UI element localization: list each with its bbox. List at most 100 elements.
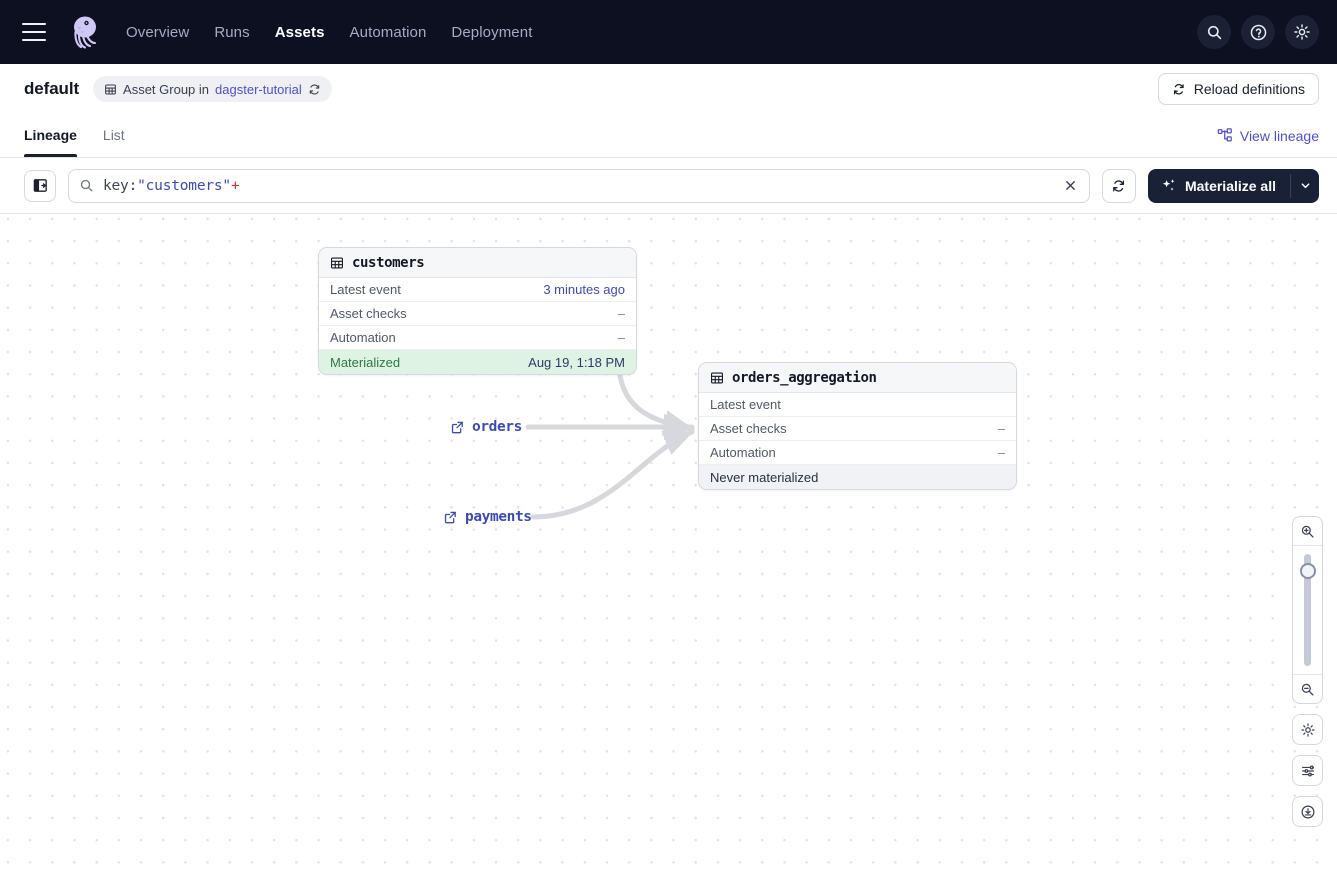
- zoom-slider-handle[interactable]: [1299, 563, 1316, 579]
- asset-node-title: customers: [352, 254, 425, 271]
- lineage-graph-canvas[interactable]: customers Latest event 3 minutes ago Ass…: [0, 214, 1337, 873]
- lineage-graph-icon: [1217, 127, 1232, 142]
- node-row-label: Never materialized: [710, 469, 819, 485]
- external-link-icon: [444, 511, 456, 523]
- external-asset-orders[interactable]: orders: [450, 419, 522, 435]
- node-row-value[interactable]: 3 minutes ago: [543, 282, 625, 297]
- node-row-never-materialized[interactable]: Never materialized: [699, 465, 1016, 489]
- nav-link-runs[interactable]: Runs: [214, 23, 250, 41]
- asset-node-title: orders_aggregation: [732, 369, 877, 386]
- zoom-in-icon[interactable]: [1293, 517, 1322, 545]
- zoom-slider-track[interactable]: [1304, 554, 1311, 666]
- zoom-slider-group: [1292, 516, 1323, 704]
- refresh-icon: [1113, 179, 1125, 192]
- asset-group-prefix: Asset Group in: [123, 81, 210, 97]
- search-icon[interactable]: [1197, 15, 1231, 49]
- zoom-divider: [1293, 545, 1322, 546]
- graph-edges: [525, 359, 695, 520]
- top-navigation-bar: Overview Runs Assets Automation Deployme…: [0, 0, 1337, 64]
- nav-link-overview[interactable]: Overview: [126, 23, 190, 41]
- query-operator: +: [230, 177, 240, 194]
- materialize-divider: [1290, 173, 1291, 198]
- node-row-value: –: [617, 330, 625, 345]
- reload-definitions-button[interactable]: Reload definitions: [1157, 73, 1319, 105]
- help-icon[interactable]: [1241, 15, 1275, 49]
- node-row-label: Asset checks: [330, 306, 407, 321]
- dagster-logo[interactable]: [66, 13, 104, 51]
- node-row-automation[interactable]: Automation –: [319, 326, 636, 350]
- tab-list-view[interactable]: List: [103, 114, 125, 157]
- reload-definitions-label: Reload definitions: [1193, 81, 1305, 97]
- node-row-label: Asset checks: [710, 421, 787, 436]
- node-row-latest-event[interactable]: Latest event 3 minutes ago: [319, 278, 636, 302]
- download-icon[interactable]: [1292, 796, 1323, 827]
- search-icon: [80, 179, 93, 192]
- primary-nav-links: Overview Runs Assets Automation Deployme…: [126, 24, 532, 41]
- node-row-label: Automation: [710, 445, 776, 460]
- zoom-slider[interactable]: [1293, 546, 1322, 674]
- search-query-text: key: "customers" +: [103, 177, 240, 194]
- view-lineage-label: View lineage: [1239, 127, 1319, 144]
- reload-icon: [1173, 83, 1184, 94]
- refresh-graph-button[interactable]: [1101, 168, 1136, 203]
- nav-link-assets[interactable]: Assets: [274, 23, 325, 41]
- node-row-automation[interactable]: Automation –: [699, 441, 1016, 465]
- materialize-all-button[interactable]: Materialize all: [1147, 168, 1319, 203]
- node-row-label: Automation: [330, 330, 396, 345]
- node-row-label: Latest event: [330, 282, 401, 297]
- tab-lineage-label: Lineage: [24, 127, 77, 143]
- materialize-all-label: Materialize all: [1184, 177, 1276, 194]
- zoom-divider: [1293, 674, 1322, 675]
- zoom-controls: [1292, 516, 1323, 827]
- close-x-icon[interactable]: [1061, 176, 1081, 196]
- zoom-out-icon[interactable]: [1293, 675, 1322, 703]
- external-asset-label: orders: [472, 419, 522, 435]
- view-lineage-link[interactable]: View lineage: [1217, 128, 1319, 144]
- breadcrumb-row: default Asset Group in dagster-tutorial …: [0, 64, 1337, 114]
- hamburger-menu-icon[interactable]: [22, 23, 46, 41]
- external-asset-payments[interactable]: payments: [443, 509, 532, 525]
- asset-group-link[interactable]: dagster-tutorial: [215, 81, 302, 97]
- settings-gear-icon[interactable]: [1285, 15, 1319, 49]
- filter-sliders-icon[interactable]: [1292, 755, 1323, 786]
- refresh-icon[interactable]: [308, 83, 321, 96]
- chevron-down-icon[interactable]: [1291, 169, 1319, 203]
- tab-list: Lineage List: [24, 114, 125, 157]
- sparkle-icon: [1162, 178, 1175, 191]
- node-row-latest-event[interactable]: Latest event: [699, 393, 1016, 417]
- external-link-icon: [451, 421, 463, 433]
- node-row-label: Materialized: [330, 354, 401, 370]
- node-row-asset-checks[interactable]: Asset checks –: [319, 302, 636, 326]
- asset-node-customers[interactable]: customers Latest event 3 minutes ago Ass…: [318, 247, 637, 375]
- table-icon: [331, 257, 343, 268]
- node-row-label: Latest event: [710, 397, 781, 412]
- table-icon: [711, 372, 723, 383]
- graph-settings-gear-icon[interactable]: [1292, 714, 1323, 745]
- tab-list-label: List: [102, 127, 125, 143]
- nav-link-automation[interactable]: Automation: [349, 23, 427, 41]
- asset-group-pill[interactable]: Asset Group in dagster-tutorial: [93, 76, 332, 102]
- materialize-all-main[interactable]: Materialize all: [1148, 169, 1290, 203]
- nav-link-deployment[interactable]: Deployment: [451, 23, 533, 41]
- node-row-asset-checks[interactable]: Asset checks –: [699, 417, 1016, 441]
- asset-node-header: customers: [319, 248, 636, 278]
- node-row-materialized[interactable]: Materialized Aug 19, 1:18 PM: [319, 350, 636, 374]
- node-row-value[interactable]: Aug 19, 1:18 PM: [528, 354, 625, 370]
- query-key: key:: [103, 177, 138, 194]
- external-asset-label: payments: [465, 509, 532, 525]
- query-value: "customers": [137, 177, 231, 194]
- table-icon: [105, 84, 116, 94]
- tab-lineage[interactable]: Lineage: [24, 114, 77, 157]
- edge-payments-to-orders-aggregation: [530, 429, 695, 520]
- asset-node-header: orders_aggregation: [699, 363, 1016, 393]
- asset-search-input[interactable]: key: "customers" +: [68, 168, 1090, 203]
- expand-panel-icon[interactable]: [24, 169, 56, 202]
- node-row-value: –: [997, 421, 1005, 436]
- node-row-value: –: [997, 445, 1005, 460]
- tabs-row: Lineage List View lineage: [0, 114, 1337, 158]
- page-title: default: [24, 79, 80, 98]
- nav-actions: [1197, 0, 1319, 64]
- node-row-value: –: [617, 306, 625, 321]
- asset-node-orders-aggregation[interactable]: orders_aggregation Latest event Asset ch…: [698, 362, 1017, 490]
